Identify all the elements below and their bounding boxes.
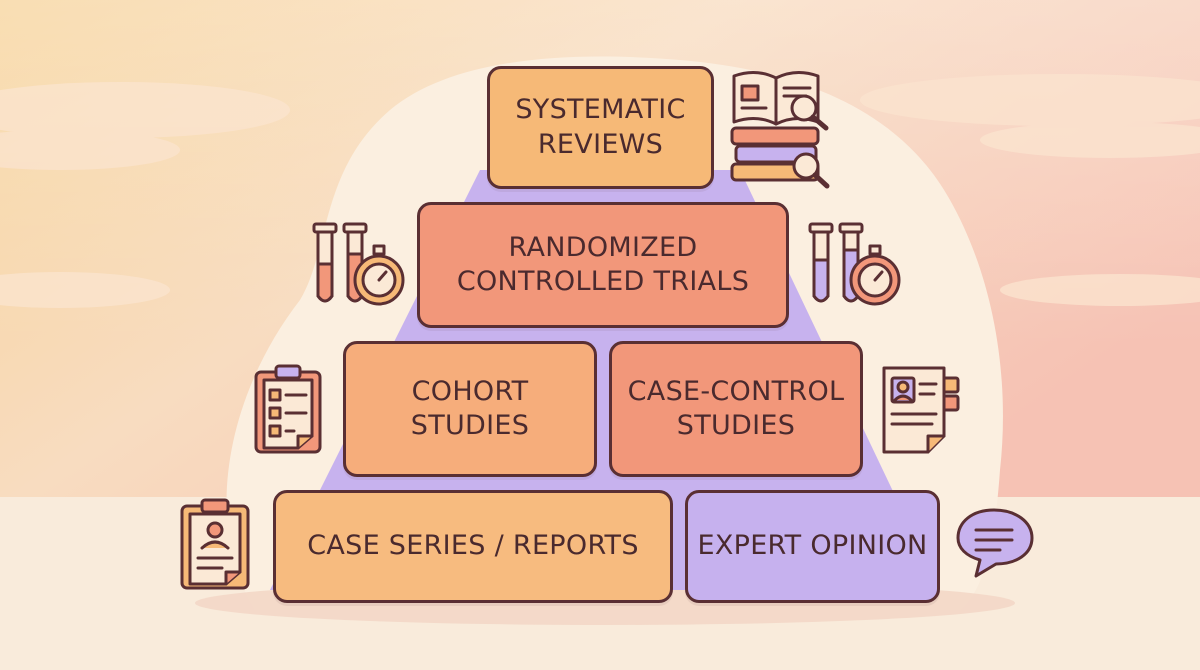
level-case-series-reports: CASE SERIES / REPORTS [273, 490, 673, 603]
speech-bubble-icon [956, 508, 1034, 578]
level-label: SYSTEMATIC REVIEWS [515, 94, 686, 160]
books-magnifier-icon [730, 71, 830, 189]
level-label: EXPERT OPINION [697, 530, 928, 562]
level-randomized-controlled-trials: RANDOMIZED CONTROLLED TRIALS [417, 202, 789, 328]
level-systematic-reviews: SYSTEMATIC REVIEWS [487, 66, 714, 189]
test-tubes-stopwatch-icon [808, 222, 901, 306]
level-cohort-studies: COHORT STUDIES [343, 341, 597, 477]
level-label: RANDOMIZED CONTROLLED TRIALS [456, 231, 750, 297]
clipboard-profile-icon [180, 498, 250, 590]
level-label: COHORT STUDIES [410, 375, 530, 441]
level-case-control-studies: CASE-CONTROL STUDIES [609, 341, 863, 477]
level-label: CASE-CONTROL STUDIES [627, 375, 845, 441]
test-tubes-stopwatch-icon [312, 222, 405, 306]
profile-document-icon [882, 366, 960, 454]
clipboard-checklist-icon [254, 364, 322, 454]
level-expert-opinion: EXPERT OPINION [685, 490, 940, 603]
level-label: CASE SERIES / REPORTS [307, 530, 639, 562]
